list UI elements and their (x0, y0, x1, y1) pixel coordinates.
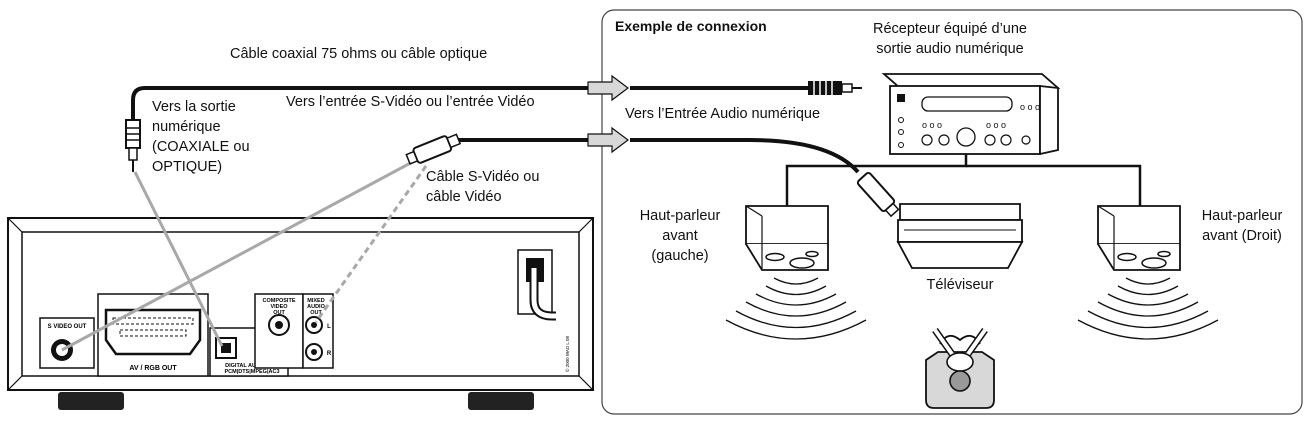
svg-text:o o o: o o o (1020, 102, 1040, 112)
speaker-right-label-line1: Haut-parleur (1201, 208, 1283, 224)
speaker-left (745, 205, 829, 271)
audio-channel-left-label: L (327, 324, 331, 330)
player-foot-left (58, 392, 124, 410)
receiver-label-line2: sortie audio numérique (876, 41, 1024, 57)
player-foot-right (468, 392, 534, 410)
sound-waves-right (1077, 277, 1219, 340)
speaker-right-label-line2: avant (Droit) (1202, 228, 1282, 244)
av-rgb-out-label: AV / RGB OUT (129, 365, 177, 372)
mixed-audio-label-3: OUT (310, 310, 322, 316)
coaxial-cable-label: Câble coaxial 75 ohms ou câble optique (230, 46, 488, 62)
to-digital-out-line2: numérique (152, 119, 221, 135)
to-digital-out-line4: OPTIQUE) (152, 159, 223, 175)
svg-text:o o o: o o o (922, 120, 942, 130)
receiver: o o o o o o o o o (881, 73, 1061, 156)
tv-label: Téléviseur (926, 277, 994, 293)
dvd-player-rear: S VIDEO OUT AV / RGB OUT DIGITAL AUDIO O… (7, 217, 594, 410)
mixed-audio-label-1: MIXED (307, 298, 324, 304)
to-digital-out-line1: Vers la sortie (152, 99, 236, 115)
leader-lines (61, 158, 428, 352)
svideo-cable (405, 133, 900, 218)
speaker-right (1097, 205, 1181, 271)
connection-example-panel (601, 9, 1303, 415)
coaxial-plug-receiver (808, 81, 842, 95)
boundary-arrows (587, 74, 629, 154)
side-code: © 2000 WAD L 08 (564, 336, 570, 372)
svideo-plug-player (412, 135, 453, 164)
speaker-wires (785, 154, 1142, 206)
tv (896, 203, 1024, 269)
panel-title: Exemple de connexion (615, 18, 767, 34)
s-video-out-label: S VIDEO OUT (48, 324, 87, 330)
composite-video-label-2: VIDEO (270, 304, 288, 310)
speaker-left-label-line1: Haut-parleur (639, 208, 721, 224)
arrow-coaxial (587, 74, 629, 102)
listener-icon (925, 327, 995, 409)
mixed-audio-label-2: AUDIO (307, 304, 325, 310)
composite-video-label-3: OUT (273, 310, 285, 316)
speaker-left-label-line3: (gauche) (651, 248, 709, 264)
digital-audio-out-label: DIGITAL AUDIO OUT (225, 363, 279, 369)
to-svideo-input-label: Vers l’entrée S-Vidéo ou l’entrée Vidéo (286, 94, 535, 110)
composite-video-label-1: COMPOSITE (262, 298, 295, 304)
arrow-svideo (587, 126, 629, 154)
to-digital-out-line3: (COAXIALE ou (152, 139, 250, 155)
digital-audio-out-formats: PCM|DTS|MPEG|AC3 (224, 369, 279, 375)
audio-channel-right-label: R (327, 351, 332, 357)
receiver-label-line1: Récepteur équipé d’une (873, 21, 1027, 37)
coaxial-cable (125, 81, 862, 172)
svideo-cable-label-line2: câble Vidéo (426, 189, 502, 205)
svg-text:o o o: o o o (986, 120, 1006, 130)
sound-waves-left (725, 277, 867, 340)
speaker-left-label-line2: avant (662, 228, 698, 244)
to-digital-audio-input-label: Vers l’Entrée Audio numérique (625, 106, 821, 122)
svideo-cable-label-line1: Câble S-Vidéo ou (426, 169, 540, 185)
